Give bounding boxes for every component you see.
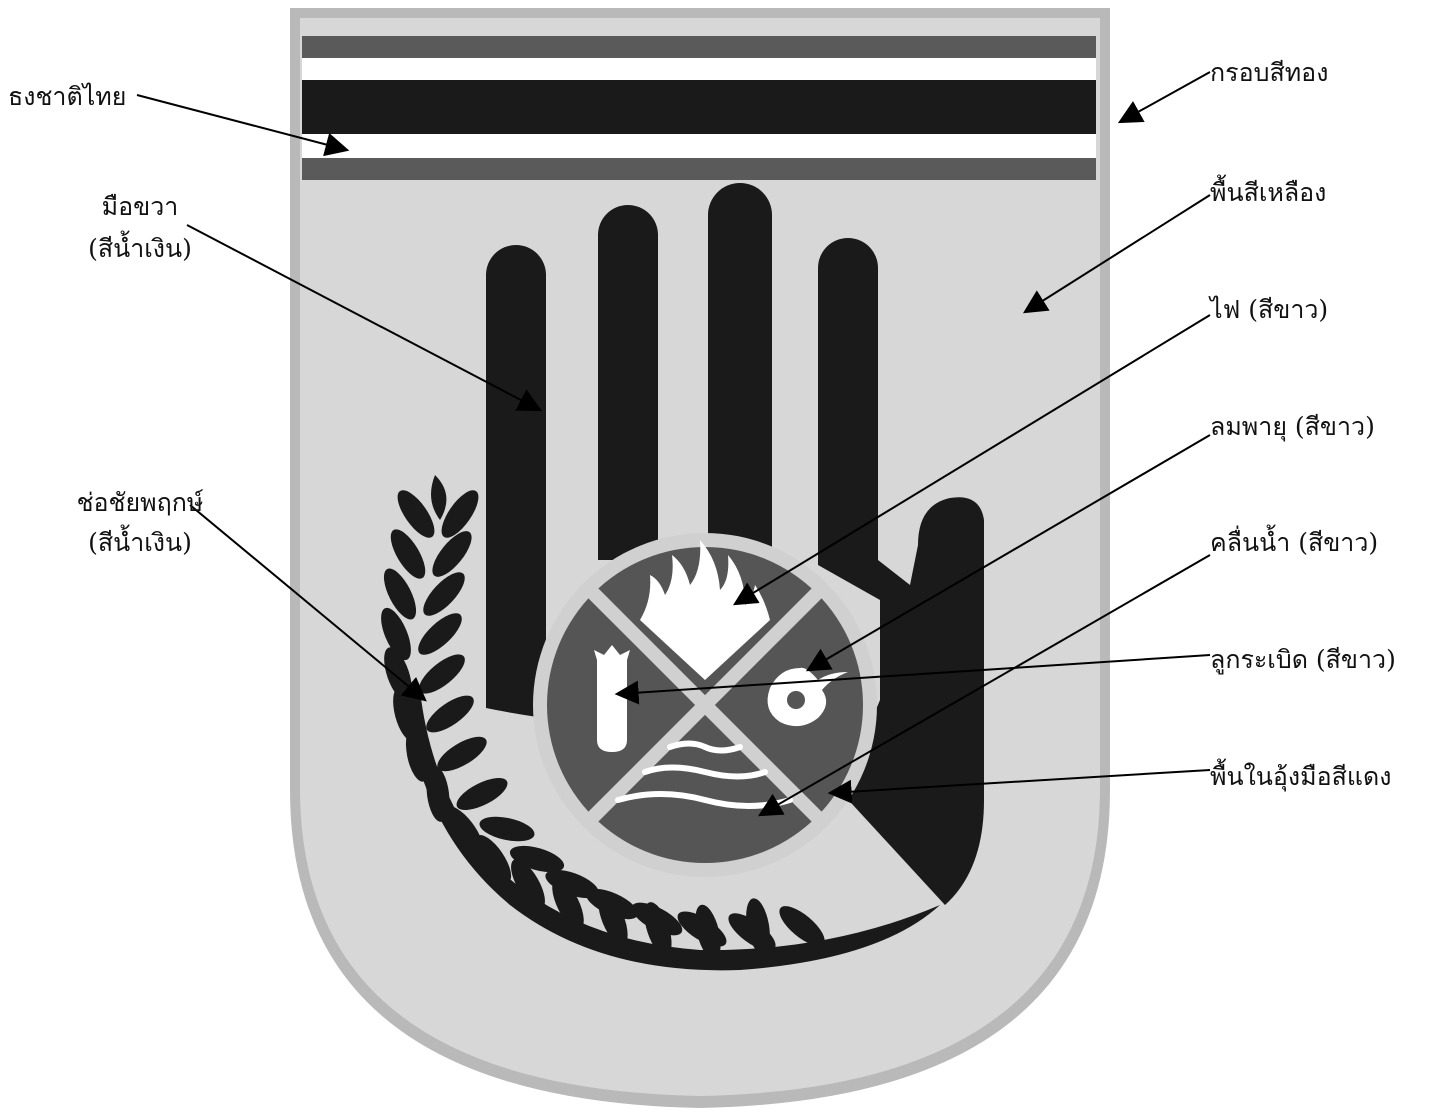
label-yellow-background: พื้นสีเหลือง [1210,178,1326,208]
label-hand-line2: (สีน้ำเงิน) [40,234,240,264]
label-storm: ลมพายุ (สีขาว) [1210,412,1375,442]
label-hand: มือขวา (สีน้ำเงิน) [40,192,240,264]
thai-flag-icon [302,36,1096,180]
bomb-icon [594,645,630,752]
label-laurel-line2: (สีน้ำเงิน) [30,528,250,558]
label-fire: ไฟ (สีขาว) [1210,295,1328,325]
leader-gold-frame [1120,72,1210,122]
label-laurel: ช่อชัยพฤกษ์ (สีน้ำเงิน) [30,488,250,558]
label-hand-line1: มือขวา [40,192,240,222]
label-gold-frame: กรอบสีทอง [1210,58,1328,88]
label-water-wave: คลื่นน้ำ (สีขาว) [1210,528,1378,558]
label-bomb: ลูกระเบิด (สีขาว) [1210,645,1396,675]
label-laurel-line1: ช่อชัยพฤกษ์ [30,488,250,518]
label-flag: ธงชาติไทย [8,82,126,112]
label-red-palm-background: พื้นในอุ้งมือสีแดง [1210,762,1391,792]
